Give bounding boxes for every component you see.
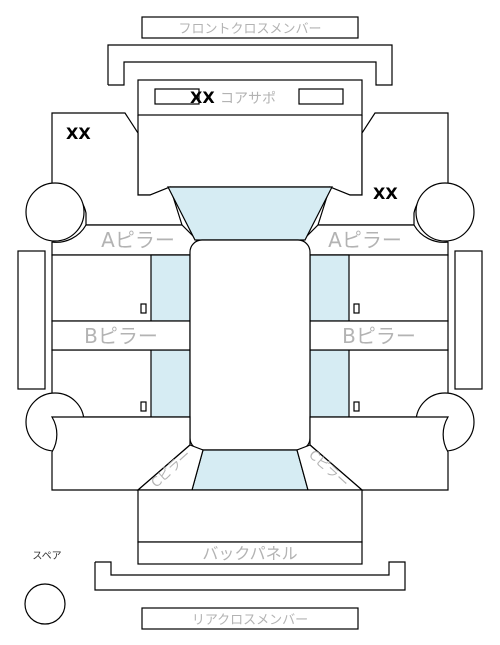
rear-cross-member-label: リアクロスメンバー — [192, 613, 308, 628]
front-right-mark: XX — [373, 184, 398, 203]
wheel-front-right — [415, 182, 475, 242]
a-pillar-left-label: Aピラー — [101, 228, 175, 252]
door-handle-right-rear — [353, 401, 360, 412]
core-support-label: コアサポ — [220, 91, 276, 107]
front-cross-member-box — [141, 16, 359, 39]
core-support — [137, 79, 363, 116]
spare-label: スペア — [32, 551, 61, 562]
door-handle-left-front — [140, 303, 147, 314]
front-cross-member-label: フロントクロスメンバー — [178, 22, 321, 37]
roof — [189, 239, 311, 451]
back-panel — [137, 541, 363, 565]
door-handle-left-rear — [140, 401, 147, 412]
door-handle-right-front — [353, 303, 360, 314]
back-panel-label: バックパネル — [202, 544, 297, 563]
trunk — [137, 489, 363, 543]
side-panel-right — [454, 250, 483, 390]
core-support-slot-left — [154, 88, 200, 105]
wheel-front-left — [25, 182, 85, 242]
left-rear-window — [150, 349, 191, 418]
core-support-slot-right — [298, 88, 344, 105]
side-panel-left — [17, 250, 46, 390]
b-pillar-left-label: Bピラー — [84, 324, 158, 348]
b-pillar-right-label: Bピラー — [342, 324, 416, 348]
rear-window — [191, 449, 309, 491]
right-front-window — [309, 254, 350, 322]
front-left-mark: XX — [66, 124, 91, 143]
engine-compartment — [137, 115, 363, 196]
core-support-mark: XX — [190, 88, 215, 107]
a-pillar-right-label: Aピラー — [328, 228, 402, 252]
right-rear-window — [309, 349, 350, 418]
front-cross-member — [107, 44, 393, 86]
rear-cross-member-box — [141, 607, 359, 630]
left-front-window — [150, 254, 191, 322]
spare-tire — [24, 583, 66, 625]
windshield — [167, 186, 333, 241]
rear-cross-member — [94, 561, 406, 591]
